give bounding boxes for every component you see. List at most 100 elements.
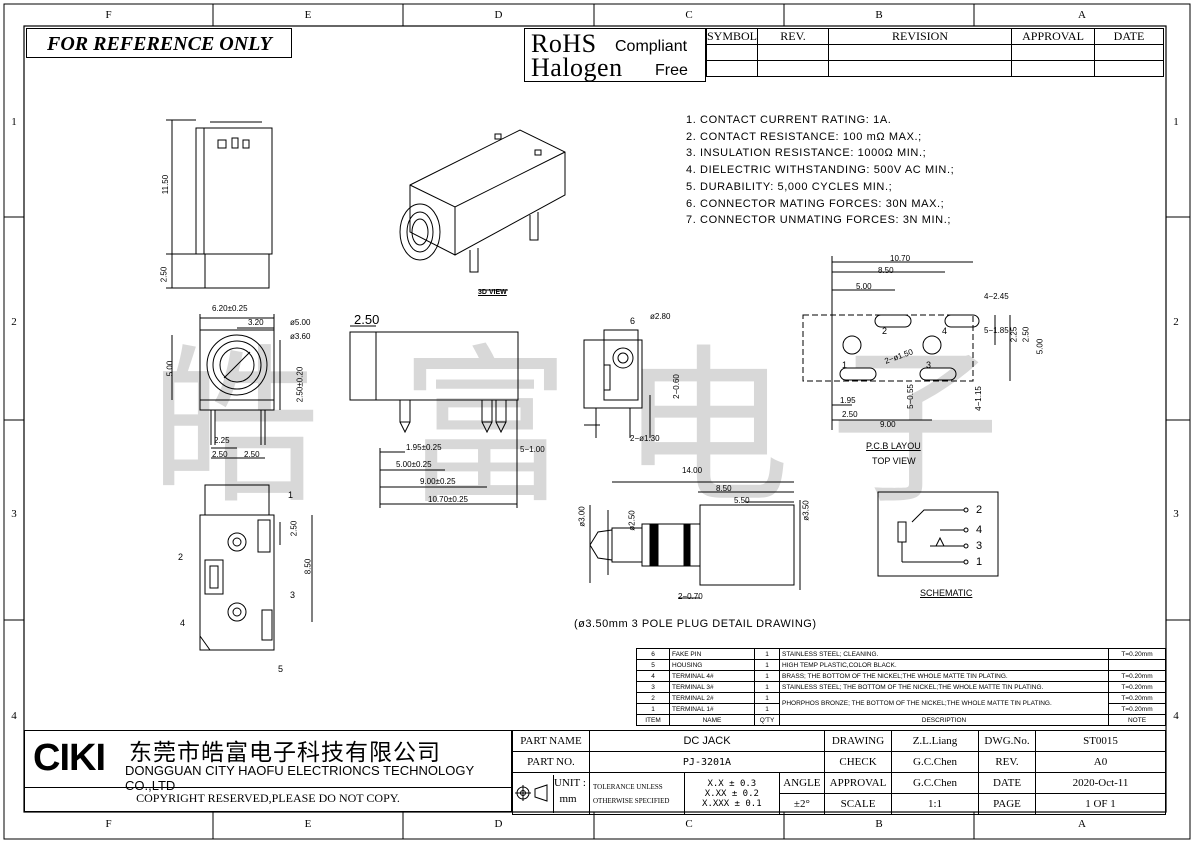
dim-label: 2−0.70 (678, 592, 703, 601)
dim-label: 11.50 (161, 174, 171, 195)
view-caption-3d: 3D VIEW (478, 289, 507, 296)
dim-label: 2.50 (159, 266, 169, 283)
view-caption-top: TOP VIEW (872, 456, 916, 466)
table-row: 6 FAKE PIN 1 STAINLESS STEEL; CLEANING. … (636, 648, 1166, 660)
dim-label: 2.25 (1009, 326, 1019, 343)
dim-label: 5.50 (734, 496, 750, 505)
table-row: 4 TERMINAL 4# 1 BRASS; THE BOTTOM OF THE… (636, 670, 1166, 682)
spec-item: 7. CONNECTOR UNMATING FORCES: 3N MIN.; (686, 214, 952, 227)
drawing-label: DRAWING (824, 730, 892, 752)
pad-number: 3 (926, 360, 932, 370)
rev-value: A0 (1035, 751, 1166, 773)
company-block: CIKI 东莞市皓富电子科技有限公司 DONGGUAN CITY HAOFU E… (24, 730, 512, 812)
rev-header-date: DATE (1094, 28, 1164, 45)
dim-label: 8.50 (716, 484, 732, 493)
revision-table: SYMBOL REV. REVISION APPROVAL DATE (705, 28, 1164, 77)
dim-label: ø3.50 (801, 500, 811, 521)
schematic-pin: 3 (976, 540, 983, 552)
table-row: 3 TERMINAL 3# 1 STAINLESS STEEL; THE BOT… (636, 681, 1166, 693)
spec-item: 5. DURABILITY: 5,000 CYCLES MIN.; (686, 180, 893, 193)
dim-label: ø3.00 (577, 506, 587, 527)
rev-header-symbol: SYMBOL (705, 28, 759, 45)
dim-label: 2.50 (244, 450, 260, 459)
angle-label: ANGLE (778, 772, 826, 794)
zone-col-a-bottom: A (1078, 818, 1086, 830)
dim-label: 1.95 (840, 396, 856, 405)
pad-number: 4 (942, 326, 948, 336)
parts-table: 6 FAKE PIN 1 STAINLESS STEEL; CLEANING. … (636, 648, 1166, 726)
compliant-label: Compliant (615, 38, 688, 55)
halogen-label: Halogen (531, 53, 623, 82)
zone-row-3-right: 3 (1173, 508, 1179, 520)
spec-item: 1. CONTACT CURRENT RATING: 1A. (686, 114, 892, 126)
dwg-no-value: ST0015 (1035, 730, 1166, 752)
dim-label: 8.50 (303, 558, 313, 575)
part-name-label: PART NAME (512, 730, 590, 752)
zone-col-c: C (685, 9, 693, 21)
dim-label: 5.00 (856, 282, 872, 291)
dim-label: 6.20±0.25 (212, 304, 248, 313)
spec-list: 1. CONTACT CURRENT RATING: 1A. 2. CONTAC… (686, 112, 954, 229)
rohs-label: RoHS (531, 29, 597, 58)
bottom-view (199, 484, 313, 651)
company-logo: CIKI (33, 737, 106, 779)
side-view-middle (349, 325, 519, 508)
view-caption-pcb: P.C.B LAYOU (866, 441, 921, 451)
spec-item: 6. CONNECTOR MATING FORCES: 30N MAX.; (686, 197, 945, 210)
rev-header-approval: APPROVAL (1011, 28, 1096, 45)
spec-item: 4. DIELECTRIC WITHSTANDING: 500V AC MIN.… (686, 164, 955, 177)
zone-row-2-right: 2 (1173, 316, 1179, 328)
projection-symbol-cell: UNIT : mm (512, 772, 590, 815)
dim-label: 2.50±0.20 (295, 366, 305, 403)
callout-number: 4 (180, 618, 186, 628)
watermark-char-4: 子 (830, 330, 1001, 528)
zone-row-4: 4 (11, 710, 17, 722)
dim-label: 2.50 (289, 520, 299, 537)
date-label: DATE (978, 772, 1036, 794)
dim-label: 2−ø1.30 (630, 434, 660, 443)
callout-number: 2 (178, 552, 184, 562)
watermark-char-3: 电 (620, 330, 791, 528)
approval-label: APPROVAL (824, 772, 892, 794)
angle-value: ±2° (778, 793, 826, 815)
dim-label: ø5.00 (290, 318, 311, 327)
free-label: Free (655, 62, 688, 79)
drawing-value: Z.L.Liang (891, 730, 979, 752)
zone-col-f-bottom: F (105, 818, 112, 830)
dim-label: ø3.60 (290, 332, 311, 341)
pcb-layout (802, 256, 1011, 430)
company-name-en: DONGGUAN CITY HAOFU ELECTRIONCS TECHNOLO… (125, 763, 474, 793)
dim-label: 2.25 (214, 436, 230, 445)
zone-row-2: 2 (11, 316, 17, 328)
spec-item: 3. INSULATION RESISTANCE: 1000Ω MIN.; (686, 147, 927, 160)
spec-item: 2. CONTACT RESISTANCE: 100 mΩ MAX.; (686, 130, 922, 143)
schematic-pin: 4 (976, 524, 983, 536)
dim-label: 9.00±0.25 (420, 477, 456, 486)
tolerance-label: TOLERANCE UNLESS OTHERWISE SPECIFIED (589, 772, 685, 815)
zone-col-d-bottom: D (494, 818, 503, 830)
plug-detail (589, 481, 801, 599)
schematic-pin: 1 (976, 556, 983, 568)
zone-col-c-bottom: C (685, 818, 693, 830)
company-name-cn: 东莞市皓富电子科技有限公司 (129, 740, 441, 766)
rohs-box: RoHS Compliant Halogen Free (524, 28, 706, 82)
unit-value: mm (559, 793, 577, 805)
zone-row-1: 1 (11, 116, 17, 128)
dim-label: 5.00 (165, 360, 175, 377)
dim-label: 5.00 (1035, 338, 1045, 355)
dim-label: 5−1.85 (984, 326, 1009, 335)
pad-number: 2 (882, 326, 888, 336)
projection-symbol-icon (515, 784, 548, 802)
3d-view (399, 129, 566, 291)
dim-label: 10.70±0.25 (428, 495, 468, 504)
copyright-notice: COPYRIGHT RESERVED,PLEASE DO NOT COPY. (136, 791, 400, 805)
callout-number: 1 (288, 490, 294, 500)
side-view-upper (166, 119, 273, 289)
dim-label: 5−1.00 (520, 445, 545, 454)
dim-label: 9.00 (880, 420, 896, 429)
dim-label: 4−1.15 (973, 386, 983, 411)
front-view (171, 314, 281, 459)
dim-label: 14.00 (682, 466, 703, 475)
zone-col-f: F (105, 9, 112, 21)
